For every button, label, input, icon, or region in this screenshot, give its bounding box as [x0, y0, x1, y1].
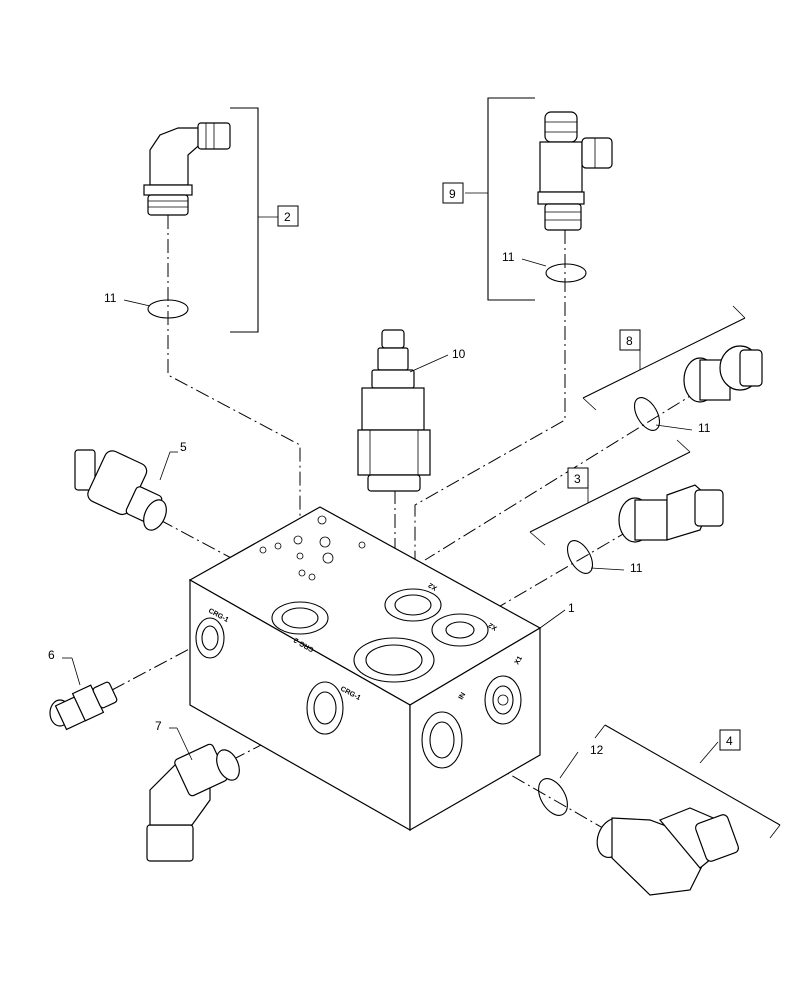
callout-2: 2 — [284, 210, 291, 224]
callout-6: 6 — [48, 648, 55, 662]
valve-block: CRG-1 CRG-2 CRG-1 X2 X2 X1 IN — [188, 506, 542, 832]
elbow-fitting-3 — [618, 484, 724, 543]
callout-8: 8 — [626, 334, 633, 348]
callout-9: 9 — [449, 187, 456, 201]
callout-7: 7 — [155, 719, 162, 733]
callout-11c: 11 — [698, 421, 711, 435]
callout-box-2 — [277, 205, 299, 227]
port-label-x1: X1 — [514, 655, 524, 666]
cartridge-valve-10 — [357, 329, 431, 492]
callout-1: 1 — [568, 601, 575, 615]
o-ring-11a — [147, 299, 189, 319]
callout-box-9 — [442, 182, 464, 204]
pressure-switch-5 — [74, 449, 167, 531]
callout-box-4 — [719, 729, 741, 751]
elbow-fitting-7 — [146, 743, 240, 862]
callout-5: 5 — [180, 440, 187, 454]
callout-11d: 11 — [630, 561, 643, 575]
callout-3: 3 — [574, 472, 581, 486]
callout-4: 4 — [726, 734, 733, 748]
o-ring-11c — [633, 397, 661, 431]
tee-fitting-9 — [537, 111, 613, 231]
callout-box-3 — [567, 467, 589, 489]
callout-11b: 11 — [502, 250, 515, 264]
elbow-fitting-4 — [596, 807, 740, 896]
port-label-x2-right: X2 — [487, 621, 498, 631]
o-ring-12 — [538, 778, 568, 816]
o-ring-11b — [545, 263, 587, 283]
straight-fitting-8 — [683, 345, 763, 403]
callout-11a: 11 — [104, 291, 117, 305]
elbow-fitting-2 — [143, 122, 231, 216]
callout-box-8 — [619, 329, 641, 351]
plug-fitting-6 — [49, 681, 118, 731]
port-label-in: IN — [458, 691, 468, 701]
callout-12: 12 — [590, 743, 604, 757]
port-label-x2-top: X2 — [427, 581, 438, 591]
callout-10: 10 — [452, 347, 466, 361]
o-ring-11d — [566, 540, 594, 574]
